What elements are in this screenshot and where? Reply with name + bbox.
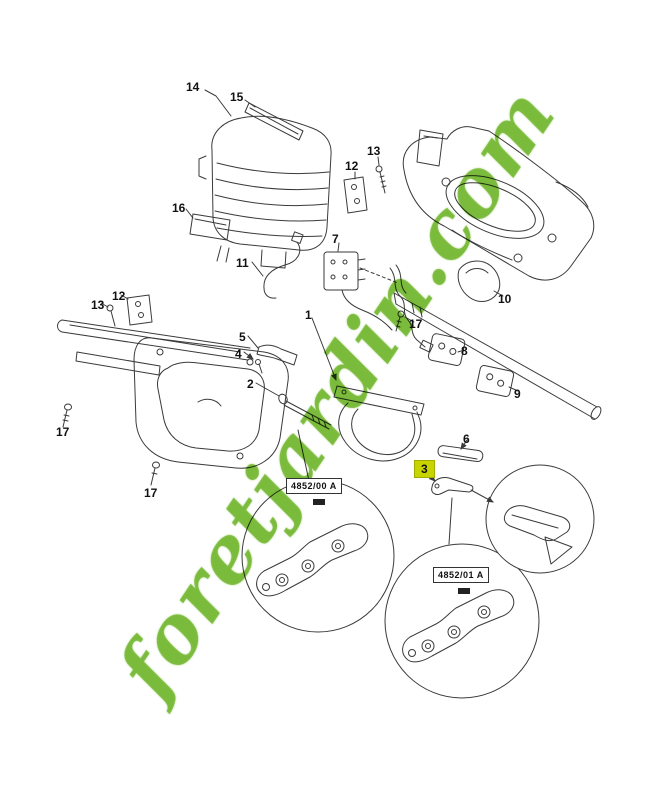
part-label-6[interactable]: 6 (463, 432, 470, 446)
part-connector-9 (475, 364, 515, 398)
part-label-7[interactable]: 7 (332, 232, 339, 246)
part-loop-handle (333, 385, 425, 462)
part-label-4[interactable]: 4 (235, 347, 242, 361)
part-screw-4 (255, 359, 263, 374)
part-label-14[interactable]: 14 (186, 80, 200, 94)
part-screw-17-mid (150, 461, 160, 486)
part-bolt-2 (278, 393, 332, 430)
part-clamp-3 (431, 477, 474, 495)
part-strip-5 (256, 344, 298, 366)
part-label-17-top[interactable]: 17 (409, 317, 423, 331)
callout-circle-c (485, 464, 595, 574)
part-screw-13-top (375, 165, 387, 194)
part-label-8[interactable]: 8 (461, 344, 468, 358)
part-switch-7 (323, 251, 393, 331)
part-label-3-selected[interactable]: 3 (414, 460, 435, 478)
part-label-17-left[interactable]: 17 (56, 425, 70, 439)
callout-ref-4852-01: 4852/01 A (433, 567, 489, 583)
part-connector-8 (427, 333, 466, 367)
part-bracket-12-left (126, 294, 153, 326)
part-screw-17-left (62, 403, 72, 428)
part-label-1[interactable]: 1 (305, 308, 312, 322)
part-right-housing (402, 126, 595, 281)
part-top-housing (198, 115, 332, 269)
part-left-body (57, 319, 289, 469)
part-plate-16 (189, 213, 231, 241)
part-label-5[interactable]: 5 (239, 330, 246, 344)
part-label-12-left[interactable]: 12 (112, 289, 126, 303)
part-strip-6 (437, 445, 484, 462)
part-label-9[interactable]: 9 (514, 387, 521, 401)
part-label-2[interactable]: 2 (247, 377, 254, 391)
part-label-16[interactable]: 16 (172, 201, 186, 215)
callout-ref-4852-00: 4852/00 A (286, 478, 342, 494)
part-drive-tube (393, 292, 602, 420)
part-label-17-mid[interactable]: 17 (144, 486, 158, 500)
part-bracket-12-top (343, 176, 368, 214)
part-strip-15 (244, 102, 304, 141)
part-label-11[interactable]: 11 (236, 256, 249, 270)
part-screw-13-left (106, 304, 116, 327)
part-label-13-top[interactable]: 13 (367, 144, 381, 158)
part-label-12-top[interactable]: 12 (345, 159, 359, 173)
part-screw-17-top (395, 310, 405, 332)
part-label-10[interactable]: 10 (498, 292, 512, 306)
leader-lines (100, 89, 519, 545)
part-label-15[interactable]: 15 (230, 90, 244, 104)
callout-circle-a (241, 479, 395, 633)
part-cable-11 (263, 231, 304, 299)
part-wire-harness (389, 264, 434, 353)
part-handle-10 (457, 260, 501, 302)
part-label-13-left[interactable]: 13 (91, 298, 105, 312)
callout-circle-b (384, 543, 540, 699)
